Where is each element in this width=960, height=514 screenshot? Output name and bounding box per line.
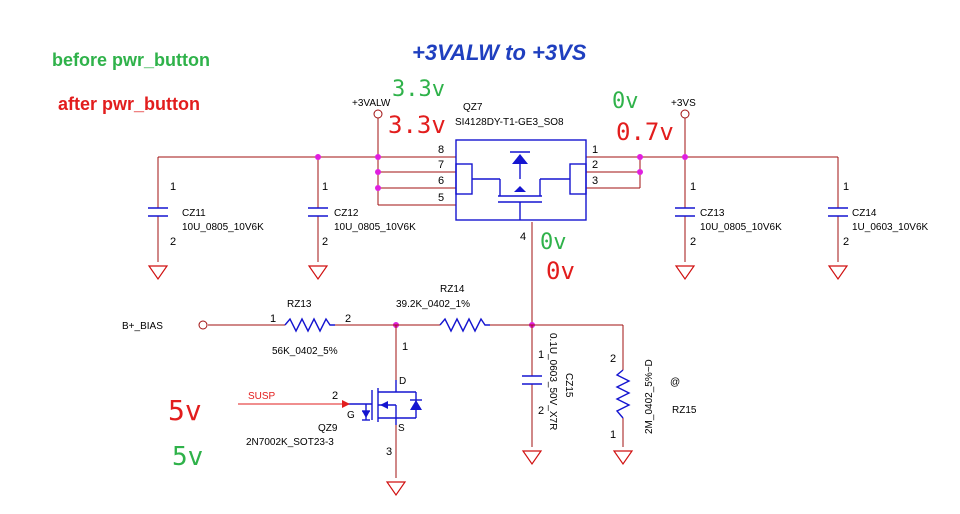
susp-net-label: SUSP [248,391,276,402]
cz12-capacitor [308,207,328,217]
rz15-pin-1: 1 [610,429,616,441]
cz14-value: 1U_0603_10V6K [852,222,929,233]
vout-net-label: +3VS [671,98,696,109]
cz15-pin-2: 2 [538,405,544,417]
qz7-pin-7: 7 [438,159,444,171]
qz7-part: SI4128DY-T1-GE3_SO8 [455,117,564,128]
cz11-pin-2: 2 [170,236,176,248]
cz11-ref: CZ11 [182,208,206,219]
cz13-pin-1: 1 [690,181,696,193]
vin-net-label: +3VALW [352,98,391,109]
qz9-label-d: D [399,376,406,387]
cz14-capacitor [828,207,848,217]
qz7-pin-5: 5 [438,192,444,204]
qz7-pin-3: 3 [592,175,598,187]
vin-net-flag [373,109,383,119]
legend-after: after pwr_button [58,94,200,114]
legend-before: before pwr_button [52,50,210,70]
qz9-mosfet [342,380,422,425]
rz15-ref: RZ15 [672,405,697,416]
rz15-pin-2: 2 [610,353,616,365]
cz13-ref: CZ13 [700,208,725,219]
ground-symbols [147,265,849,497]
cz12-ref: CZ12 [334,208,359,219]
qz9-label-g: G [347,410,355,421]
annotation-gate-before: 0v [540,230,567,255]
qz9-part: 2N7002K_SOT23-3 [246,437,334,448]
cz13-pin-2: 2 [690,236,696,248]
cz14-pin-1: 1 [843,181,849,193]
annotation-vout-before: 0v [612,89,639,114]
cz12-pin-2: 2 [322,236,328,248]
qz7-pin-4: 4 [520,231,526,243]
bias-net-label: B+_BIAS [122,321,163,332]
rz15-assembly-mark: @ [670,377,680,388]
bias-wires [208,324,624,478]
cz15-ref: CZ15 [563,373,574,398]
rz13-resistor [284,317,335,333]
cz13-value: 10U_0805_10V6K [700,222,782,233]
rz13-pin-2: 2 [345,313,351,325]
rz13-value: 56K_0402_5% [272,346,338,357]
annotation-vin-before: 3.3v [392,77,445,102]
cz15-value: 0.1U_0603_50V_X7R [547,333,558,430]
qz9-pin-2: 2 [332,390,338,402]
cz13-capacitor [675,207,695,217]
annotation-vin-after: 3.3v [388,111,446,139]
rz14-resistor [439,317,490,333]
qz9-label-s: S [398,423,405,434]
qz7-ref: QZ7 [463,102,483,113]
rz13-ref: RZ13 [287,299,312,310]
top-rail-wires [157,118,839,325]
rz15-value: 2M_0402_5%~D [644,359,655,434]
cz12-pin-1: 1 [322,181,328,193]
junction-dots [315,154,688,328]
rz14-ref: RZ14 [440,284,465,295]
rz14-value: 39.2K_0402_1% [396,299,470,310]
qz7-pin-1: 1 [592,144,598,156]
qz7-pin-8: 8 [438,144,444,156]
cz11-capacitor [148,207,168,217]
cz11-value: 10U_0805_10V6K [182,222,264,233]
cz15-pin-1: 1 [538,349,544,361]
rz15-resistor [615,369,631,419]
qz7-mosfet [455,139,587,221]
annotation-gate-after: 0v [546,257,575,285]
cz14-ref: CZ14 [852,208,877,219]
annotation-susp-before: 5v [172,442,203,472]
cz11-pin-1: 1 [170,181,176,193]
annotation-vout-after: 0.7v [616,118,674,146]
schematic-title: +3VALW to +3VS [412,40,587,65]
rz13-pin-1: 1 [270,313,276,325]
bias-net-flag [198,320,208,330]
vout-net-flag [680,109,690,119]
qz7-pin-6: 6 [438,175,444,187]
qz9-pin-1: 1 [402,341,408,353]
qz7-pin-2: 2 [592,159,598,171]
cz15-capacitor [522,375,542,385]
annotation-susp-after: 5v [168,394,202,427]
cz14-pin-2: 2 [843,236,849,248]
cz12-value: 10U_0805_10V6K [334,222,416,233]
qz9-pin-3: 3 [386,446,392,458]
qz9-ref: QZ9 [318,423,338,434]
